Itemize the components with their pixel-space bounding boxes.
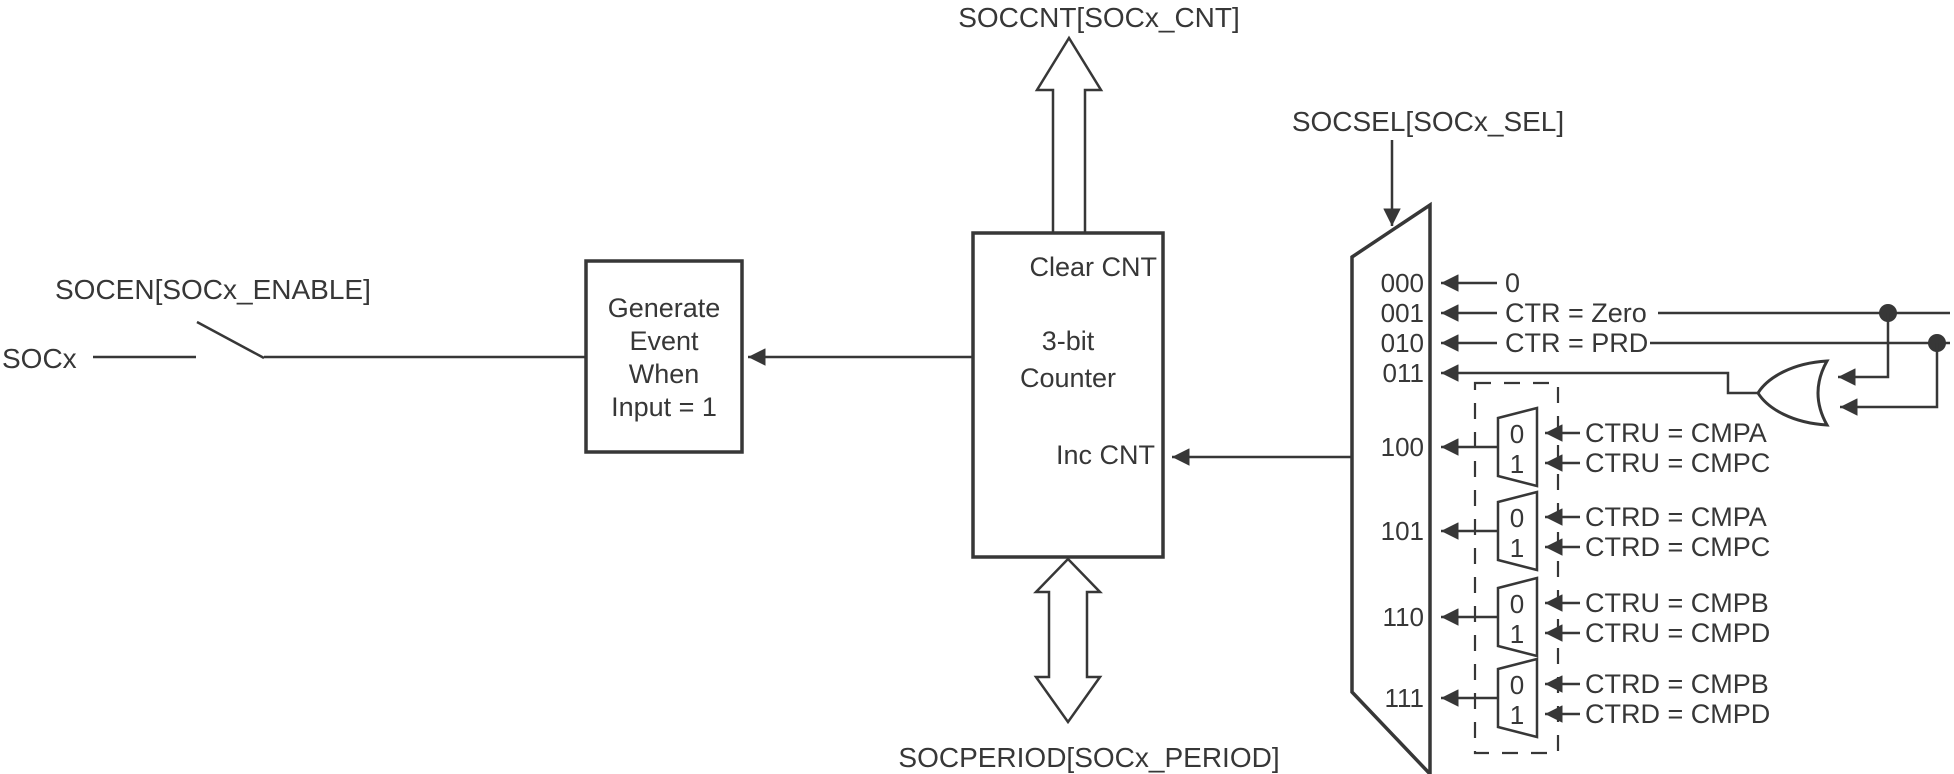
socsel-register-label: SOCSEL[SOCx_SEL] bbox=[1292, 106, 1564, 137]
submux-101-port0-label: 0 bbox=[1510, 503, 1524, 533]
submux-111 bbox=[1496, 657, 1539, 739]
submux-110-input0-label: CTRU = CMPB bbox=[1585, 588, 1769, 618]
submux-100-port0-label: 0 bbox=[1510, 419, 1524, 449]
counter-inc-label: Inc CNT bbox=[1056, 440, 1155, 470]
submux-110-port1-label: 1 bbox=[1510, 619, 1524, 649]
soc-select-mux bbox=[1350, 201, 1432, 774]
submux-101-port1-label: 1 bbox=[1510, 533, 1524, 563]
ctr-zero-label: CTR = Zero bbox=[1505, 298, 1647, 328]
generate-event-text-line1: Generate bbox=[608, 293, 721, 323]
socperiod-register-label: SOCPERIOD[SOCx_PERIOD] bbox=[898, 742, 1279, 773]
submux-111-input0-label: CTRD = CMPB bbox=[1585, 669, 1769, 699]
generate-event-box bbox=[584, 259, 744, 454]
mux-code-000: 000 bbox=[1381, 268, 1424, 298]
submux-111-port1-label: 1 bbox=[1510, 700, 1524, 730]
or-gate-input2-wire bbox=[1840, 343, 1939, 416]
counter-box bbox=[971, 231, 1165, 559]
submux-100-input1-label: CTRU = CMPC bbox=[1585, 448, 1770, 478]
mux-code-110: 110 bbox=[1383, 602, 1424, 632]
ctr-prd-label: CTR = PRD bbox=[1505, 328, 1648, 358]
soccnt-up-arrow-icon bbox=[1034, 35, 1104, 236]
or-gate-to-mux-wire bbox=[1441, 364, 1758, 395]
cmpc-cmpd-option-dashed-box bbox=[1473, 381, 1560, 755]
counter-clear-label: Clear CNT bbox=[1029, 252, 1157, 282]
submux-101-input0-label: CTRD = CMPA bbox=[1585, 502, 1767, 532]
or-gate-icon bbox=[1756, 359, 1830, 427]
submux-100-port1-label: 1 bbox=[1510, 449, 1524, 479]
submux-110-input1-label: CTRU = CMPD bbox=[1585, 618, 1770, 648]
const-zero-label: 0 bbox=[1505, 268, 1520, 298]
or-gate-input1-wire bbox=[1838, 313, 1890, 386]
submux-110 bbox=[1496, 576, 1539, 658]
generate-event-text-line2: Event bbox=[629, 326, 699, 356]
submux-100-input0-label: CTRU = CMPA bbox=[1585, 418, 1767, 448]
submux-101 bbox=[1496, 490, 1539, 572]
submux-110-port0-label: 0 bbox=[1510, 589, 1524, 619]
mux-code-101: 101 bbox=[1381, 516, 1424, 546]
mux-code-010: 010 bbox=[1381, 328, 1424, 358]
socperiod-double-arrow-icon bbox=[1033, 557, 1103, 725]
counter-title-line1: 3-bit bbox=[1042, 326, 1095, 356]
mux-code-100: 100 bbox=[1381, 432, 1424, 462]
counter-title-line2: Counter bbox=[1020, 363, 1116, 393]
socen-register-label: SOCEN[SOCx_ENABLE] bbox=[55, 274, 371, 305]
submux-100 bbox=[1496, 406, 1539, 488]
submux-101-input1-label: CTRD = CMPC bbox=[1585, 532, 1770, 562]
submux-111-input1-label: CTRD = CMPD bbox=[1585, 699, 1770, 729]
soccnt-register-label: SOCCNT[SOCx_CNT] bbox=[958, 2, 1240, 33]
enable-switch-icon bbox=[196, 320, 265, 360]
mux-code-001: 001 bbox=[1381, 298, 1424, 328]
socx-signal-label: SOCx bbox=[2, 343, 77, 374]
submux-111-port0-label: 0 bbox=[1510, 670, 1524, 700]
generate-event-text-line3: When bbox=[629, 359, 700, 389]
mux-code-011: 011 bbox=[1383, 358, 1424, 388]
mux-code-111: 111 bbox=[1384, 683, 1424, 713]
generate-event-text-line4: Input = 1 bbox=[611, 392, 717, 422]
